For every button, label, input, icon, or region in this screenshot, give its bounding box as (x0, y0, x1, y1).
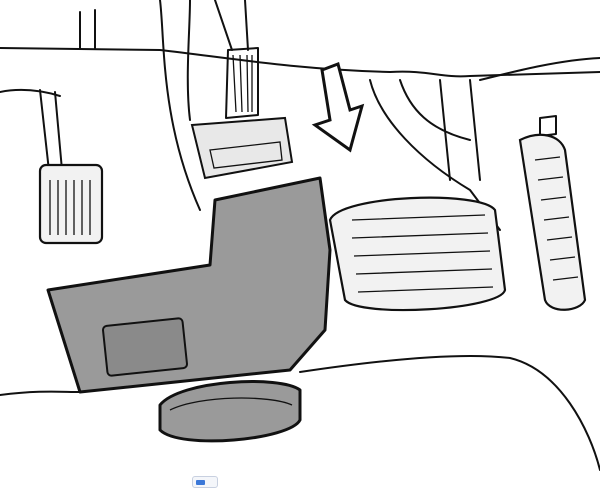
brake-pedal (328, 196, 507, 312)
arrow-down-icon (311, 62, 365, 153)
control-module (46, 176, 332, 443)
dashboard-outline (0, 0, 600, 471)
thumbnail-icon[interactable] (192, 476, 218, 488)
wiring-harness-connector (190, 0, 294, 180)
accelerator-pedal (518, 115, 587, 311)
clutch-pedal (38, 89, 104, 245)
thumbnail-icon-accent (196, 480, 205, 485)
